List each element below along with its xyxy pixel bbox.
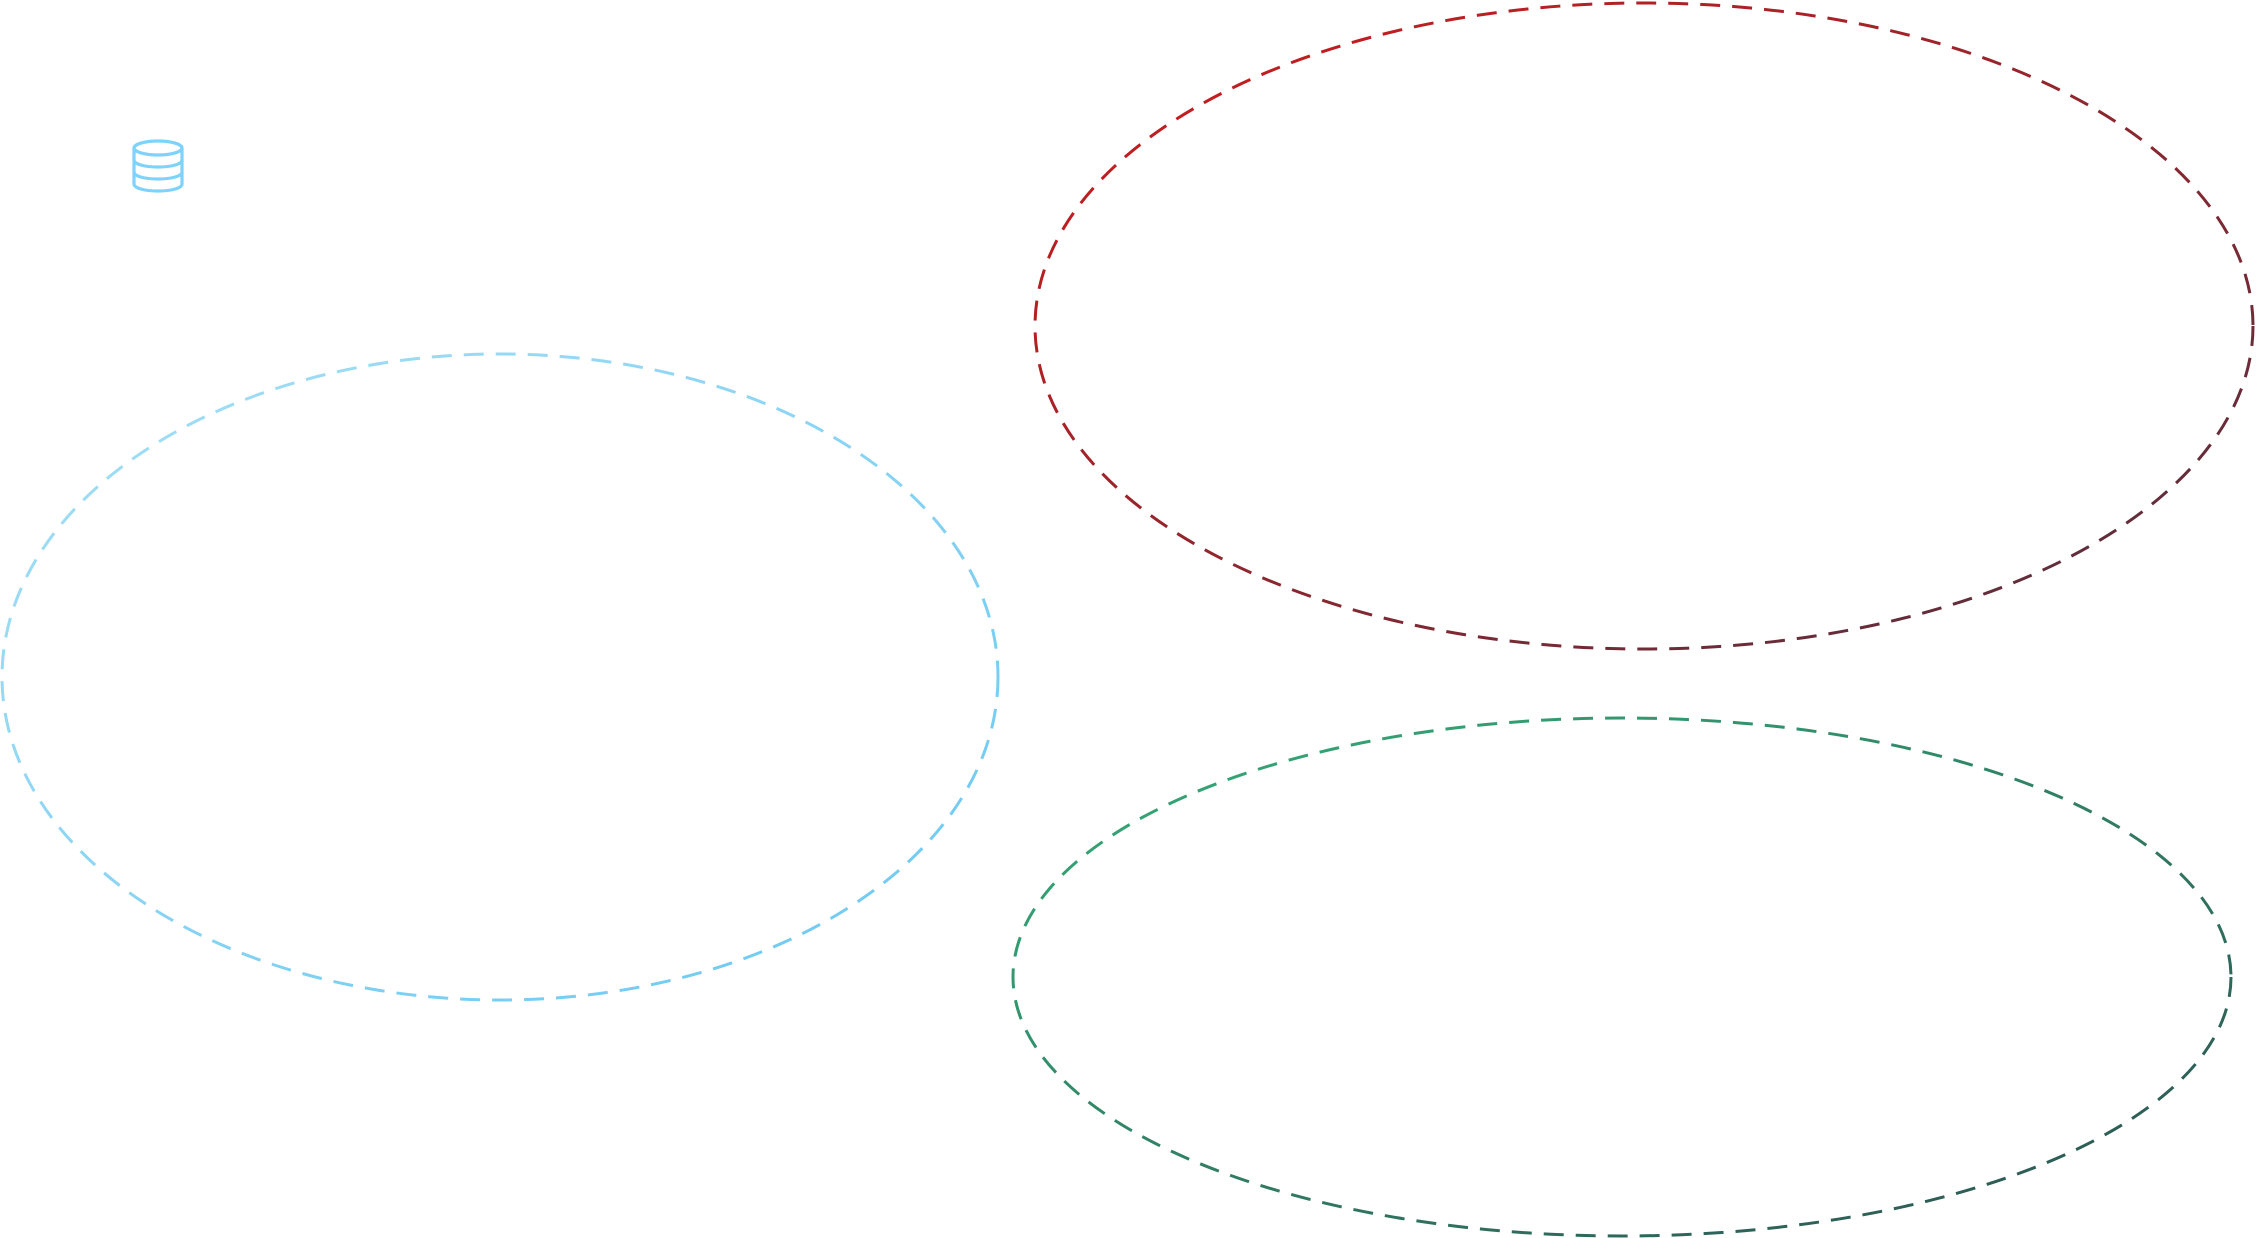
bottom-right-zone-outline [1011,716,2233,1238]
top-right-zone-outline [1033,1,2255,651]
left-zone-outline [0,352,1000,1002]
database-icon [132,139,184,193]
